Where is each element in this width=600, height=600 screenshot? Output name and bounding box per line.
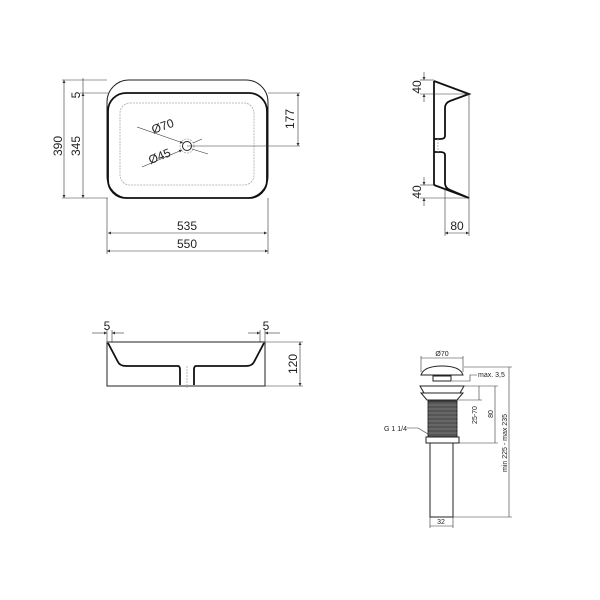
side-view: 40 40 80: [410, 72, 472, 236]
dim-total-length: min 225 - max 235: [502, 414, 509, 472]
drain-detail: Ø70 max. 3,5 25-70 80 min 225 - max 235 …: [384, 351, 512, 528]
dim-width-outer: 550: [177, 237, 197, 251]
dim-drain-offset: 177: [283, 109, 297, 129]
dim-drain-inner: Ø45: [146, 145, 173, 167]
dim-right-rim: 5: [263, 319, 270, 333]
dim-side-depth: 80: [450, 219, 464, 233]
dim-height: 120: [286, 354, 300, 374]
basin-bottom: [119, 102, 255, 186]
dim-width-inner: 535: [177, 219, 197, 233]
dim-left-rim: 5: [104, 319, 111, 333]
inner-rim: [107, 92, 268, 199]
dim-depth-inner: 345: [69, 136, 83, 156]
dim-top-edge: 40: [410, 80, 424, 94]
drain-flange: [419, 385, 465, 394]
dim-drain-outer: Ø70: [150, 116, 176, 137]
dim-max-gap: max. 3,5: [478, 372, 505, 379]
threaded-body: [427, 400, 458, 438]
dim-cap-dia: Ø70: [435, 351, 448, 358]
front-view: 5 5 120: [92, 319, 303, 388]
dim-body-height: 80: [488, 410, 495, 418]
dim-depth-outer: 390: [51, 136, 65, 156]
dim-pipe-dia: 32: [437, 519, 445, 526]
top-view: 177 Ø70 Ø45 390 345 5 535 550: [51, 78, 300, 254]
drain-pipe: [429, 442, 454, 518]
dim-bottom-edge: 40: [410, 185, 424, 199]
label-thread: G 1 1/4: [384, 426, 407, 433]
dim-thread-range: 25-70: [472, 406, 479, 424]
drain-cap: [420, 365, 464, 376]
dim-rim: 5: [69, 91, 83, 98]
